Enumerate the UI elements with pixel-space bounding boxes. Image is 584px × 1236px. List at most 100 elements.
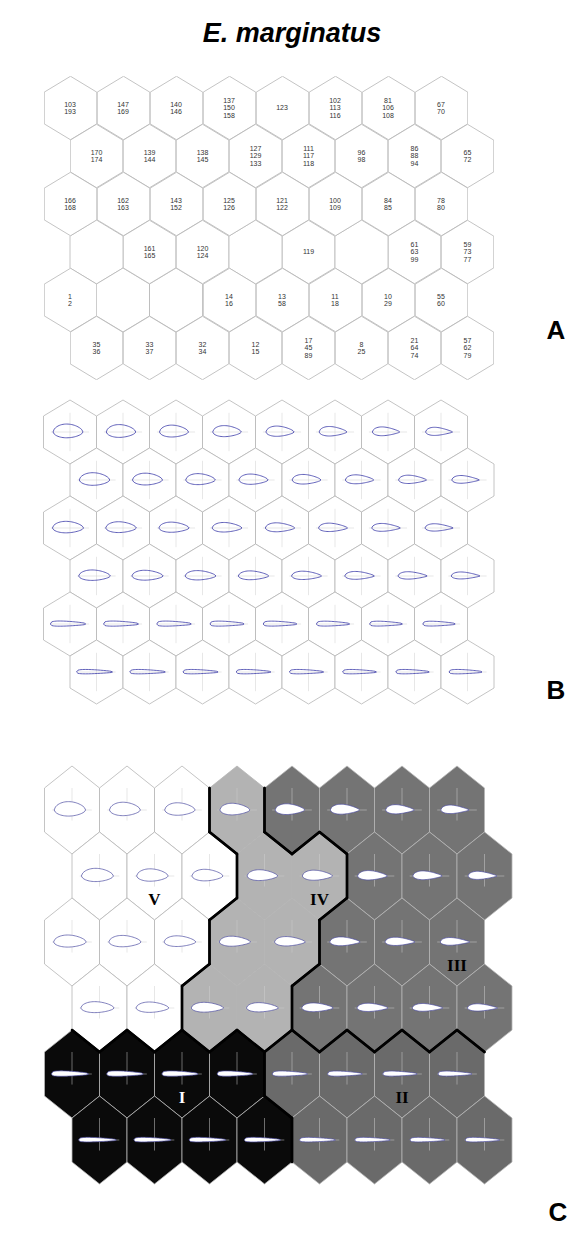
filled-shape <box>81 1002 114 1013</box>
outline-shape <box>130 669 166 673</box>
crosshair <box>104 509 142 547</box>
crosshair <box>355 986 395 1019</box>
crosshair <box>437 1052 477 1085</box>
outline-shape <box>239 474 268 484</box>
cluster-border <box>292 1030 320 1052</box>
cluster-border <box>346 854 348 898</box>
outline-shape <box>292 474 321 484</box>
outline-shape <box>425 524 453 531</box>
outline-shape <box>319 426 347 436</box>
filled-shape <box>412 1004 443 1012</box>
filled-shape <box>357 1003 388 1011</box>
hex-cell <box>229 640 282 704</box>
specimen-numbers: 100 109 <box>329 197 341 212</box>
cluster-border <box>292 1030 320 1052</box>
cluster-border <box>210 832 238 854</box>
cluster-border <box>155 1030 183 1052</box>
crosshair <box>355 1118 395 1151</box>
outline-shape <box>77 669 113 673</box>
crosshair <box>210 605 248 643</box>
som-hex-cell: 33 37 <box>123 316 176 380</box>
outline-shape <box>50 621 85 626</box>
hex-cell <box>282 640 335 704</box>
filled-shape <box>355 1137 391 1142</box>
outline-shape <box>263 621 297 626</box>
filled-shape <box>51 1071 88 1076</box>
crosshair <box>245 986 285 1019</box>
filled-shape <box>302 1003 334 1012</box>
specimen-numbers: 81 106 108 <box>382 97 394 119</box>
cluster-border <box>100 1030 128 1052</box>
specimen-numbers: 11 18 <box>331 293 339 308</box>
crosshair <box>272 920 312 953</box>
som-hex-cell: 12 15 <box>229 316 282 380</box>
som-hex-cell: 166 168 <box>44 172 97 236</box>
crosshair <box>77 653 115 691</box>
outline-shape <box>345 571 375 579</box>
cluster-border <box>291 1118 293 1162</box>
outline-shape <box>236 669 271 673</box>
filled-shape <box>192 869 223 881</box>
filled-shape <box>81 868 113 881</box>
filled-shape <box>330 937 361 946</box>
crosshair <box>130 461 168 499</box>
specimen-numbers: 143 152 <box>170 197 182 212</box>
crosshair <box>104 413 142 451</box>
filled-shape <box>299 1137 335 1142</box>
crosshair <box>448 557 486 595</box>
crosshair <box>448 461 486 499</box>
specimen-numbers: 170 174 <box>91 149 103 164</box>
specimen-numbers: 78 80 <box>437 197 445 212</box>
outline-shape <box>289 669 323 673</box>
outline-shape <box>52 521 83 532</box>
outline-shape <box>318 523 347 531</box>
filled-shape <box>440 938 470 946</box>
filled-shape <box>219 936 250 946</box>
cluster-border <box>208 788 210 832</box>
filled-shape <box>275 804 305 815</box>
crosshair <box>51 413 89 451</box>
crosshair <box>272 788 312 821</box>
crosshair <box>410 1118 450 1151</box>
crosshair <box>135 1118 175 1151</box>
cluster-border <box>236 854 238 898</box>
outline-shape <box>238 571 269 580</box>
crosshair <box>263 413 301 451</box>
crosshair <box>289 461 327 499</box>
crosshair <box>217 920 257 953</box>
crosshair <box>382 788 422 821</box>
outline-shape <box>372 523 401 531</box>
cluster-border <box>263 1052 265 1096</box>
outline-shape <box>370 621 403 626</box>
outline-shape <box>183 669 218 673</box>
outline-shape <box>186 474 216 485</box>
specimen-numbers: 13 58 <box>278 293 286 308</box>
cluster-border <box>265 832 293 854</box>
cluster-border <box>292 832 320 854</box>
filled-shape <box>137 869 169 881</box>
cluster-border <box>210 1030 238 1052</box>
filled-shape <box>189 1137 226 1142</box>
cluster-border <box>347 1030 375 1052</box>
crosshair <box>107 1052 147 1085</box>
cluster-border <box>292 832 320 854</box>
specimen-numbers: 162 163 <box>117 197 129 212</box>
crosshair <box>448 653 486 691</box>
crosshair <box>157 413 195 451</box>
crosshair <box>369 509 407 547</box>
outline-shape <box>104 621 139 626</box>
crosshair <box>327 1052 367 1085</box>
cluster-numeral: I <box>179 1089 186 1107</box>
crosshair <box>263 509 301 547</box>
cluster-border <box>320 1030 348 1052</box>
cluster-border <box>265 832 293 854</box>
specimen-numbers: 103 193 <box>64 101 76 116</box>
hex-cell <box>441 640 494 704</box>
cluster-border <box>127 1030 155 1052</box>
crosshair <box>190 986 230 1019</box>
hex-cell <box>388 640 441 704</box>
cluster-numeral: III <box>447 957 467 975</box>
specimen-numbers: 111 117 118 <box>303 145 314 167</box>
cluster-border <box>291 986 293 1030</box>
crosshair <box>465 1118 505 1151</box>
